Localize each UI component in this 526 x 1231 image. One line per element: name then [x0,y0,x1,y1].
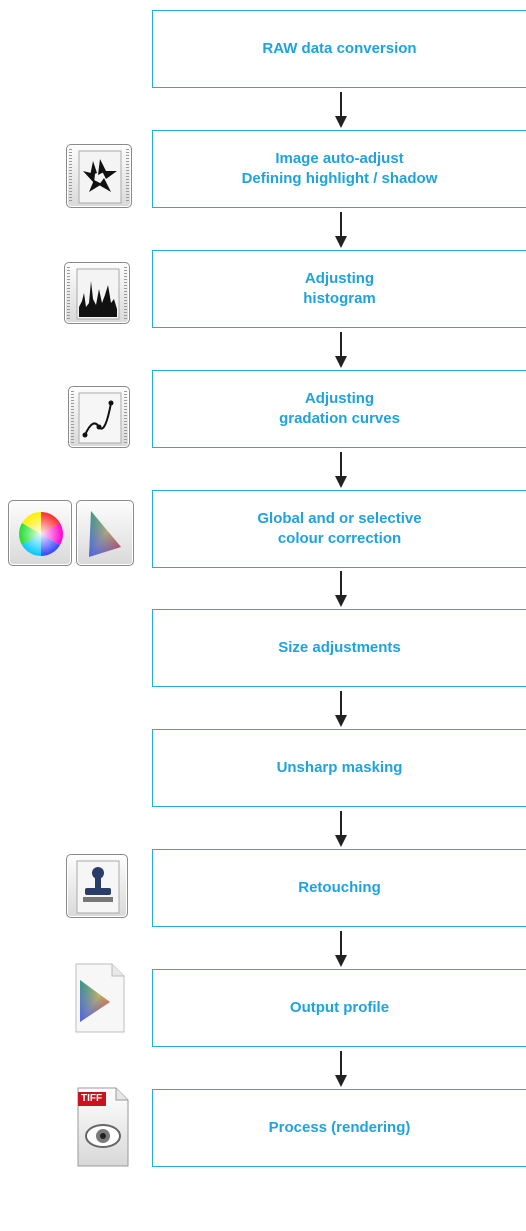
step-label: Unsharp masking [276,759,403,776]
tiff-file-icon: TIFF [76,1086,130,1168]
step-label: gradation curves [279,410,400,427]
step-image-auto-adjust: Image auto-adjust Defining highlight / s… [152,130,526,208]
step-output-profile: Output profile [152,969,526,1047]
down-arrow-icon [335,811,347,847]
step-label: Adjusting [304,270,375,287]
step-label: Global and or selective [257,510,422,527]
step-label: Retouching [298,879,381,896]
aperture-icon [66,144,132,208]
color-gamut-icon [76,500,134,566]
tiff-label: TIFF [81,1093,103,1104]
down-arrow-icon [335,931,347,967]
step-size-adjustments: Size adjustments [152,609,526,687]
down-arrow-icon [335,212,347,248]
step-unsharp-masking: Unsharp masking [152,729,526,807]
color-wheel-icon [8,500,72,566]
step-label: Image auto-adjust [275,150,404,167]
step-label: Output profile [289,999,390,1016]
down-arrow-icon [335,1051,347,1087]
step-retouching: Retouching [152,849,526,927]
step-label: Adjusting [304,390,375,407]
profile-document-icon [72,962,128,1034]
step-label: histogram [303,290,376,307]
step-label: Size adjustments [278,639,401,656]
gradation-curve-icon [68,386,130,448]
step-adjusting-gradation-curves: Adjusting gradation curves [152,370,526,448]
step-label: Process (rendering) [268,1119,411,1136]
down-arrow-icon [335,691,347,727]
histogram-icon [64,262,130,324]
down-arrow-icon [335,92,347,128]
step-label: Defining highlight / shadow [241,170,438,187]
down-arrow-icon [335,332,347,368]
down-arrow-icon [335,571,347,607]
step-label: colour correction [277,530,402,547]
step-label: RAW data conversion [262,40,417,57]
step-raw-data-conversion: RAW data conversion [152,10,526,88]
stamp-tool-icon [66,854,128,918]
step-process-rendering: Process (rendering) [152,1089,526,1167]
step-colour-correction: Global and or selective colour correctio… [152,490,526,568]
down-arrow-icon [335,452,347,488]
step-adjusting-histogram: Adjusting histogram [152,250,526,328]
